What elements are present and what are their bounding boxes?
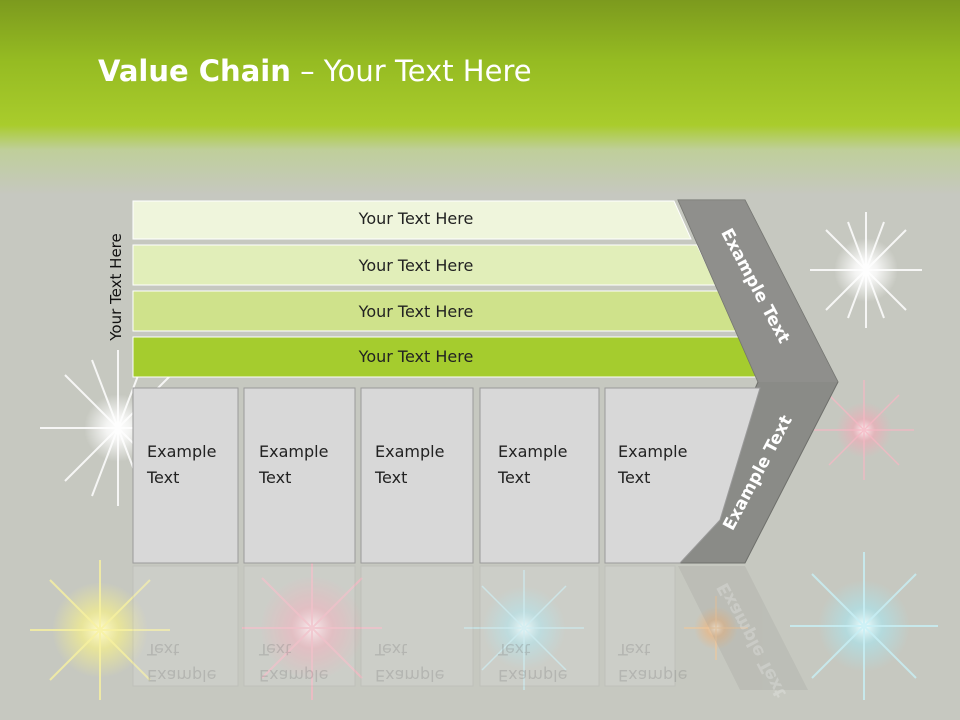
box-5-shape <box>604 387 761 564</box>
slide-title: Value Chain – Your Text Here <box>98 54 532 88</box>
sparkle-icon <box>684 596 748 660</box>
side-label: Your Text Here <box>107 233 125 341</box>
box-label-5-line2: Text <box>618 468 651 487</box>
sparkle-icon <box>790 552 938 700</box>
bar-label-1: Your Text Here <box>358 209 474 228</box>
box-label-1-line1: Example <box>147 442 217 461</box>
box-label-3-line1: Example <box>375 442 445 461</box>
sparkle-icon <box>464 570 584 690</box>
title-rest: – Your Text Here <box>290 54 532 88</box>
header-band <box>0 0 960 200</box>
box-label-3-line2: Text <box>375 468 408 487</box>
box-label-4-line1: Example <box>498 442 568 461</box>
box-label-4-line2: Text <box>498 468 531 487</box>
title-bold: Value Chain <box>98 54 291 88</box>
sparkle-icon <box>242 560 382 700</box>
chevron-top-highlight <box>678 200 838 382</box>
box-4-shape <box>479 387 600 564</box>
box-label-5-line1: Example <box>618 442 688 461</box>
bar-label-2: Your Text Here <box>358 256 474 275</box>
bar-1-shape <box>132 200 692 240</box>
box-3-shape <box>360 387 474 564</box>
sparkle-icon <box>814 380 914 480</box>
box-label-1-line2: Text <box>147 468 180 487</box>
box-label-2-line2: Text <box>259 468 292 487</box>
sparkle-icon <box>30 560 170 700</box>
bar-label-4: Your Text Here <box>358 347 474 366</box>
bar-label-3: Your Text Here <box>358 302 474 321</box>
box-label-2-line1: Example <box>259 442 329 461</box>
box-2-shape <box>243 387 356 564</box>
reflection <box>132 565 808 690</box>
box-1-shape <box>132 387 239 564</box>
sparkle-icon <box>810 212 922 328</box>
